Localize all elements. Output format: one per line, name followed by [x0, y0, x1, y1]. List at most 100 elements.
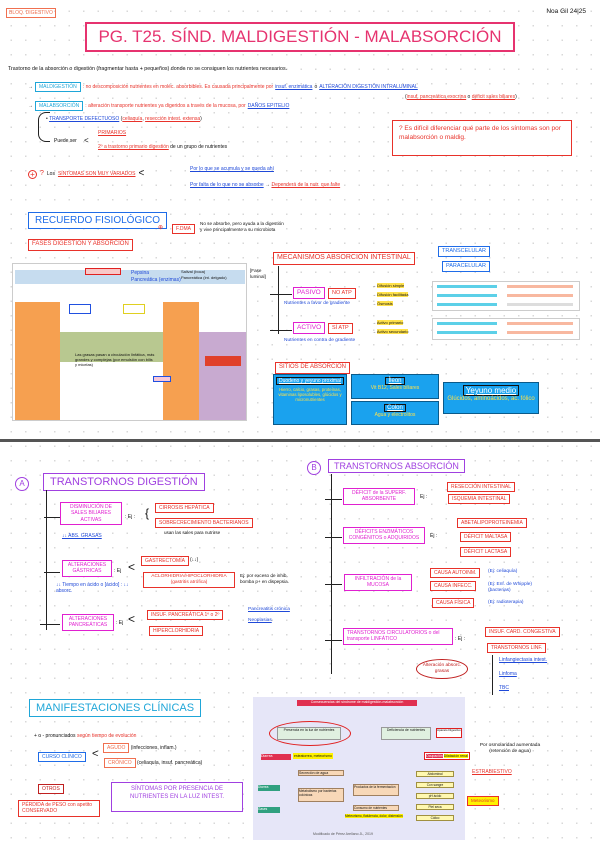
ej-label: : Ej :: [455, 636, 466, 642]
flow-ocupacion-note: Dilatación renal: [443, 754, 468, 758]
meteorismo-tag: Meteorismo: [467, 796, 499, 806]
cause-example: (Ej: Enf. de Whipple) (bacterias): [488, 582, 532, 593]
section-title-digestion: TRANSTORNOS DIGESTIÓN: [43, 473, 205, 491]
link-tbc: TBC: [499, 685, 509, 691]
transport-defect-row: • TRANSPORTE DEFECTUOSO (celiaquía, rese…: [46, 116, 202, 122]
diagram-label-a1: Pepsina: [131, 270, 150, 276]
diagram-box: [69, 304, 91, 314]
activo-row: Activo primario: [376, 320, 404, 325]
pasivo-table: [432, 281, 580, 311]
flow-ocupacion: Ocupación Dilatación renal: [424, 752, 470, 761]
flow-outputs: Abdominal Con sangre pH ácido Piel seca …: [416, 771, 454, 821]
tree-branch: [270, 294, 292, 296]
section-letter-a: A: [15, 477, 29, 491]
digestion-item-pancreatic: ALTERACIONES PANCREÁTICAS: [62, 614, 114, 631]
pasivo-label: PASIVO: [293, 287, 325, 300]
diagram-note: Las grasas pasan a circulación linfática…: [75, 352, 155, 367]
sitios-title: SITIOS DE ABSORCIÓN: [275, 362, 351, 374]
digestion-item-bile-salts: DISMINUCIÓN DE SALES BILIARES ACTIVAS: [60, 502, 122, 525]
site-yeyuno-text: Glúcidos, aminoácidos, ac. fólico: [447, 396, 535, 402]
transcelular-label: TRANSCELULAR: [438, 246, 491, 257]
tree-branch: [325, 499, 342, 501]
flow-output: Con sangre: [416, 782, 454, 788]
flow-small: Gases: [258, 807, 280, 813]
cause-lactasa: DÉFICIT LACTASA: [460, 547, 512, 558]
diagram-label-a2: Pancreática (enzimas): [131, 277, 181, 283]
split-arrow-icon: <: [84, 136, 89, 145]
sub-bile-salts: déficit sales biliares: [471, 94, 516, 100]
absorcion-item-circulatorios: TRANSTORNOS CIRCULATORIOS o del transpor…: [343, 628, 453, 645]
vessel: [205, 356, 241, 366]
site-duodeno-title: Duodeno y yeyuno proximal: [276, 377, 344, 385]
conjunction: o: [314, 84, 318, 90]
maldigestion-link-enzymatic: insuf. enzimática: [275, 84, 313, 90]
tree-branch: [44, 572, 60, 574]
flow-output: Cólico: [416, 815, 454, 821]
puede-ser-label: Puede ser: [54, 138, 77, 144]
paracelular-label: PARACELULAR: [442, 261, 490, 272]
author-label: Noa Gil 24|25: [546, 8, 586, 15]
maldigestion-row: → MALDIGESTIÓN : no descomposición nutri…: [28, 82, 418, 93]
side-note-osmolaridad: Por osmolaridad aumentada (retención de …: [479, 743, 541, 754]
maldigestion-sub: (insuf. pancreática exocrina o déficit s…: [405, 94, 517, 100]
flow-right: Deficiencia de nutrientes: [381, 727, 431, 740]
agudo-label: AGUDO: [103, 743, 130, 753]
tree-branch: [325, 640, 342, 642]
activo-table: [432, 318, 580, 340]
ej-label: : Ej: [114, 568, 122, 574]
digestion-item-note: ↓↓ ABS. GRASAS: [62, 533, 102, 539]
flow-mid: Metabolismo por bacterias colónicas: [298, 788, 344, 802]
diagram-side-label: [Fase luminal]: [250, 268, 266, 279]
cronico-label: CRÓNICO: [104, 758, 136, 768]
flow-right-side: Aparato Digestivo: [436, 728, 462, 738]
cause-example: (Ej: radioterapia): [488, 600, 524, 605]
site-ileon-title: Íleon: [385, 377, 405, 385]
diagram-box: [153, 376, 171, 382]
tree-line: [46, 490, 48, 630]
cause-isquemia: ISQUEMIA INTESTINAL: [448, 494, 511, 505]
flow-mid: Productos de la fermentación: [353, 784, 399, 796]
activo-note: Nutrientes en contra de gradiente: [284, 338, 356, 343]
bracket-line: [38, 112, 50, 142]
flow-output: Piel seca: [416, 804, 454, 810]
absorcion-item-enzimaticos: DÉFICITS ENZIMÁTICOS CONGÉNITOS o ADQUIR…: [343, 527, 425, 544]
cause-gastrectomia: GASTRECTOMÍA: [141, 556, 189, 567]
villus-right: [163, 302, 199, 420]
cause-reseccion: RESECCIÓN INTESTINAL: [447, 482, 516, 493]
flow-mid-note: Meteorismo, flatulencia, dolor, distensi…: [345, 814, 403, 818]
digestion-item-note: ↓↓ Tiempo en ácido o [ácido] : ↓↓ absorc…: [56, 582, 129, 595]
pasivo-row: Difusión facilitada: [377, 292, 409, 297]
cause-fisica: CAUSA FÍSICA: [432, 598, 475, 609]
malabsorcion-link: DAÑOS EPITELIO: [247, 103, 290, 109]
plus-icon: +: [28, 169, 37, 179]
conjunction: o: [467, 94, 471, 100]
ej-label: : Ej: [116, 620, 124, 626]
site-ileon-text: Vit B12, Sales biliares: [370, 385, 420, 391]
otros-label: OTROS: [38, 784, 64, 795]
malabsorcion-label: MALABSORCIÓN: [35, 101, 84, 112]
split-arrow-icon: <: [138, 168, 145, 179]
flow-ocupacion-label: Ocupación: [426, 754, 443, 758]
question-icon: ?: [40, 169, 44, 177]
diagram-label-s2: Pancreática (int. delgado): [181, 275, 227, 280]
sintomas-prefix: Los: [46, 171, 55, 178]
plus-icon: ⊕: [158, 225, 164, 231]
flow-diarrea: Diarrea: [261, 754, 291, 760]
curso-clinico-label: CURSO CLÍNICO: [38, 752, 86, 763]
split-arrow-icon: <: [128, 612, 136, 626]
digestion-physiology-diagram: Pepsina Pancreática (enzimas) Salival (b…: [12, 263, 247, 421]
site-colon: Colon Agua y electrolitos: [351, 401, 439, 425]
sintomas-row: + ? Los SÍNTOMAS SON MUY VARIADOS <: [28, 168, 144, 181]
highlight-circle: [269, 721, 351, 746]
clinicas-line1-red: según tiempo de evolución: [76, 733, 137, 739]
activo-label: ACTIVO: [293, 322, 326, 335]
defect-example-resection: resección intest. extensa: [145, 116, 201, 122]
cause-cirrosis: CIRROSIS HEPÁTICA: [155, 503, 214, 514]
cause-transtornos-linf: TRANSTORNOS LINF.: [487, 643, 547, 654]
maldigestion-text: : no descomposición nutrientes en moléc.…: [82, 84, 274, 90]
flow-output: Abdominal: [416, 771, 454, 777]
absorcion-item-infiltracion: INFILTRACIÓN de la MUCOSA: [344, 574, 412, 591]
site-colon-text: Agua y electrolitos: [374, 412, 416, 418]
sub-pancreatic: insuf. pancreática exocrina: [406, 94, 467, 100]
cause-example: (Ej: celiaquía): [488, 569, 518, 574]
